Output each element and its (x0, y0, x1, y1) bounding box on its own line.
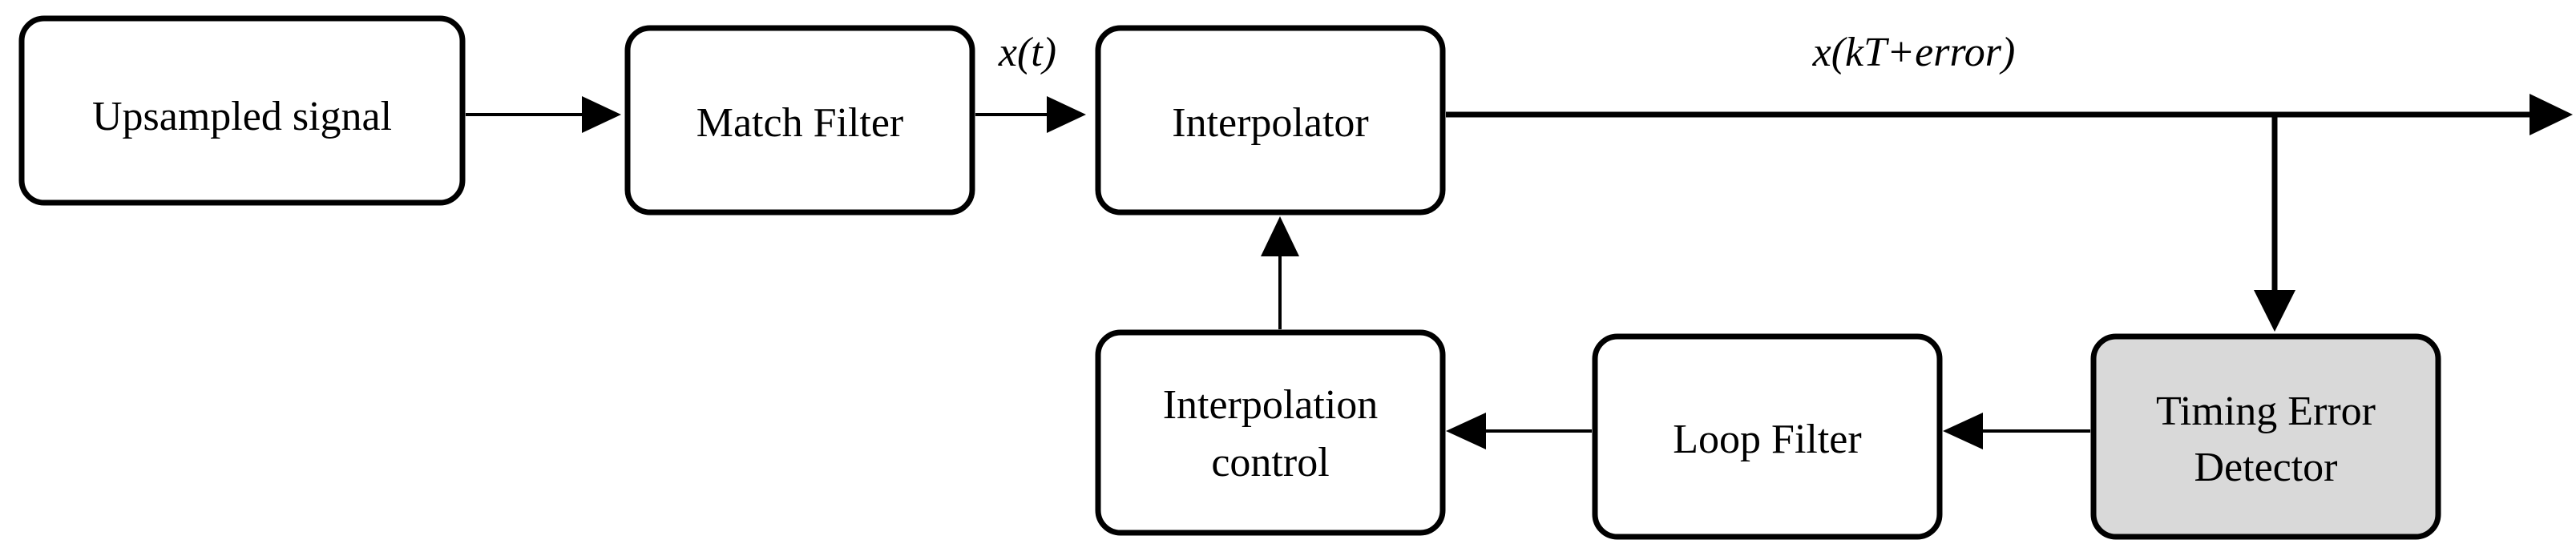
interpolator-block: Interpolator (1095, 25, 1446, 216)
match-filter-label: Match Filter (696, 100, 904, 146)
interpolation-control-block: Interpolation control (1095, 329, 1446, 536)
timing-error-detector-block: Timing Error Detector (2090, 333, 2441, 540)
match-filter-block: Match Filter (624, 25, 975, 216)
upsampled-signal-block: Upsampled signal (18, 15, 466, 206)
signal-label-x-t: x(t) (998, 30, 1056, 75)
timing-error-detector-label-line2: Detector (2194, 445, 2337, 490)
timing-error-detector-label-line1: Timing Error (2156, 389, 2376, 434)
loop-filter-block: Loop Filter (1592, 333, 1943, 540)
interpolator-label: Interpolator (1172, 100, 1368, 146)
arrow-ted-to-loop-filter (1943, 413, 2090, 449)
upsampled-signal-label: Upsampled signal (92, 94, 392, 139)
arrow-match-filter-to-interpolator (975, 96, 1086, 133)
interpolation-control-label-line1: Interpolation (1163, 382, 1379, 428)
loop-filter-label: Loop Filter (1673, 417, 1861, 462)
arrow-interpolation-control-to-interpolator (1261, 216, 1299, 329)
arrow-loop-filter-to-interpolation-control (1446, 413, 1592, 449)
arrow-output-tap-to-ted (2254, 115, 2295, 332)
arrow-upsampled-to-match-filter (466, 96, 621, 133)
signal-label-x-kt-error: x(kT+error) (1812, 30, 2016, 75)
arrow-interpolator-output (1446, 94, 2573, 135)
interpolation-control-label-line2: control (1211, 440, 1329, 485)
